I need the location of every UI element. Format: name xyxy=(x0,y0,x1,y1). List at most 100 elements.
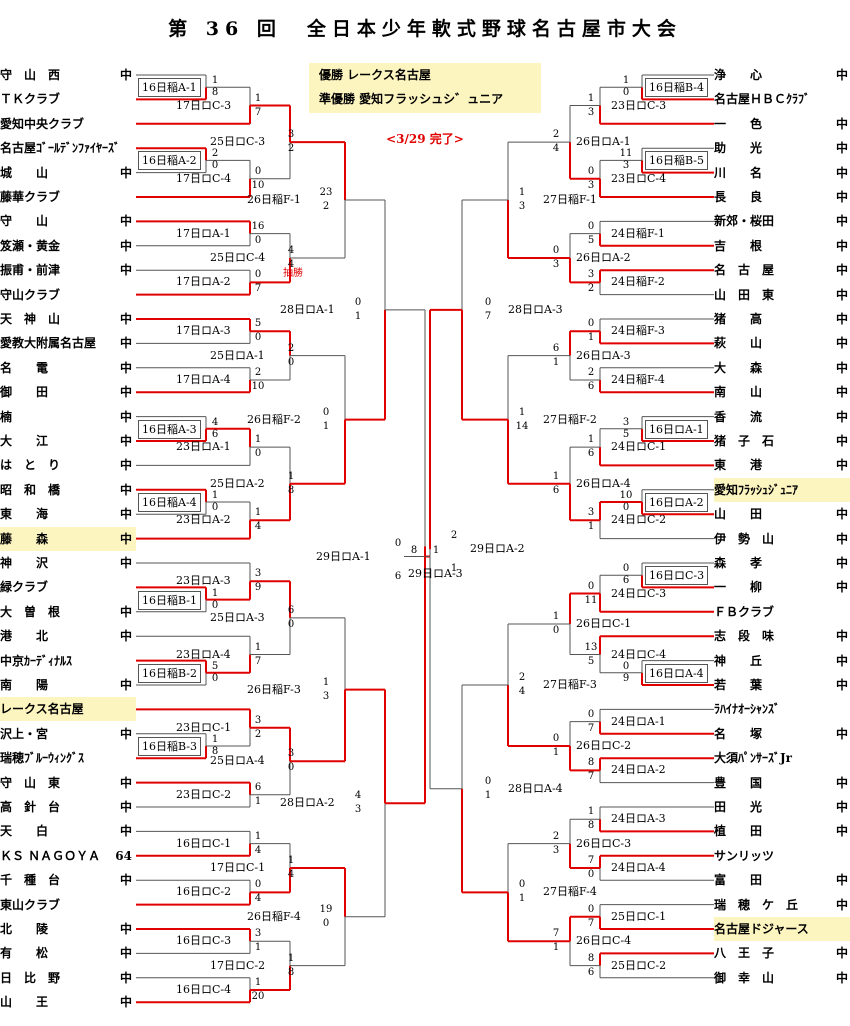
team-row: 大 曽 根中 xyxy=(0,600,136,624)
match-box: 16日稲A-1 xyxy=(138,78,201,98)
match-label: 17日ロA-1 xyxy=(176,226,231,240)
team-row: 中京ｶｰﾃﾞｨﾅﾙｽ xyxy=(0,649,136,673)
team-name: 名 古 屋 xyxy=(714,263,775,278)
score: 19 xyxy=(319,903,333,915)
score: 3 xyxy=(587,507,595,519)
match-label: 26日ロC-4 xyxy=(576,934,632,948)
team-suffix: 中 xyxy=(835,556,848,570)
team-suffix: 中 xyxy=(119,360,132,375)
score: 5 xyxy=(254,318,262,330)
team-name: 振甫・前津 xyxy=(0,263,61,278)
team-row: 名 塚中 xyxy=(714,722,850,746)
score: 14 xyxy=(515,420,529,432)
team-suffix: 中 xyxy=(119,775,132,790)
team-row: 一 柳中 xyxy=(714,575,850,599)
team-name: 楠 xyxy=(0,409,13,424)
match-label: 28日ロA-2 xyxy=(280,796,335,810)
results-box: 優勝 レークス名古屋 準優勝 愛知フラッシュシ゛ュニア xyxy=(309,63,541,113)
team-suffix: 中 xyxy=(835,190,848,204)
match-label: 23日ロC-2 xyxy=(176,787,232,801)
score: 1 xyxy=(254,830,262,842)
score: 5 xyxy=(587,655,595,667)
team-name: 守 山 xyxy=(0,214,49,229)
match-label: 27日稲F-4 xyxy=(543,885,597,899)
team-name: 北 陵 xyxy=(0,922,49,936)
team-row: 愛教大附属名古屋中 xyxy=(0,331,136,355)
team-row: レークス名古屋 xyxy=(0,697,136,722)
runner-up-text: 準優勝 愛知フラッシュシ゛ュニア xyxy=(319,92,504,106)
team-suffix: 中 xyxy=(119,995,132,1010)
score: 1 xyxy=(287,470,295,482)
score: 2 xyxy=(211,148,219,160)
score: 1 xyxy=(587,434,595,446)
score: 7 xyxy=(254,106,262,118)
team-suffix: 中 xyxy=(835,385,848,400)
score: 1 xyxy=(254,92,262,104)
team-row: 南 陽中 xyxy=(0,673,136,697)
team-name: 富 田 xyxy=(714,873,763,888)
team-suffix: 中 xyxy=(119,970,132,985)
score: 6 xyxy=(587,966,595,978)
team-row: 御 田中 xyxy=(0,380,136,404)
match-label: 27日稲F-1 xyxy=(543,193,597,207)
team-name: 天 神 山 xyxy=(0,312,61,326)
team-row: 猪 子 石中 xyxy=(714,429,850,453)
status-text: <3/29 完了> xyxy=(386,132,464,146)
score: 2 xyxy=(587,367,595,378)
score: 0 xyxy=(322,406,330,418)
score: 3 xyxy=(287,748,295,760)
score: 0 xyxy=(394,537,402,549)
match-label: 24日稲F-1 xyxy=(611,226,665,240)
score: 10 xyxy=(251,381,265,392)
match-box: 16日稲B-5 xyxy=(645,151,708,171)
score: 4 xyxy=(211,416,219,428)
team-name: 山 田 東 xyxy=(714,287,775,302)
match-label: 17日ロC-4 xyxy=(176,171,232,185)
team-row: 香 流中 xyxy=(714,405,850,429)
team-suffix: 中 xyxy=(119,678,132,692)
team-name: 若 葉 xyxy=(714,678,763,692)
team-name: 田 光 xyxy=(714,800,763,814)
score: 4 xyxy=(287,245,295,256)
score: 16 xyxy=(251,220,265,232)
match-label: 26日稲F-4 xyxy=(247,909,301,923)
team-name: 千 種 台 xyxy=(0,873,61,888)
team-name: 守山クラブ xyxy=(0,287,61,302)
match-box: 16日ロC-3 xyxy=(645,566,709,586)
team-suffix: 中 xyxy=(119,556,132,570)
team-suffix: 中 xyxy=(835,678,848,692)
team-row: 志 段 味中 xyxy=(714,624,850,648)
match-label: 26日ロC-2 xyxy=(576,739,632,752)
team-row: 名古屋ＨＢＣｸﾗﾌﾞ xyxy=(714,87,850,111)
score: 7 xyxy=(587,855,595,866)
team-row: 大須ﾊﾟﾝｻｰｽﾞJr xyxy=(714,746,850,770)
score: 3 xyxy=(287,129,295,141)
team-name: 日 比 野 xyxy=(0,970,61,985)
team-suffix: 中 xyxy=(119,458,132,473)
team-name: ﾗﾊｲﾅｵｰｼｬﾝｽﾞ xyxy=(714,702,781,717)
team-row: 助 光中 xyxy=(714,136,850,160)
match-box: 16日ロA-4 xyxy=(645,663,708,683)
team-name: 東 港 xyxy=(714,458,763,473)
score: 8 xyxy=(211,87,219,99)
team-row: 植 田中 xyxy=(714,819,850,843)
score: 6 xyxy=(394,570,402,582)
score: 1 xyxy=(211,587,219,599)
match-label: 26日ロA-1 xyxy=(576,135,631,149)
score: 1 xyxy=(322,420,330,432)
match-label: 23日ロC-3 xyxy=(611,98,667,112)
team-name: サンリッツ xyxy=(714,848,775,863)
team-name: 港 北 xyxy=(0,629,49,644)
team-name: 名古屋ＨＢＣｸﾗﾌﾞ xyxy=(714,92,811,107)
score: 2 xyxy=(450,530,458,542)
team-row: 千 種 台中 xyxy=(0,868,136,892)
score: 1 xyxy=(254,795,262,807)
match-box: 16日稲B-2 xyxy=(138,663,201,683)
team-name: 大須ﾊﾟﾝｻｰｽﾞJr xyxy=(714,751,793,766)
team-suffix: 中 xyxy=(119,873,132,888)
match-label: 24日稲F-4 xyxy=(611,373,665,386)
match-label: 25日ロC-3 xyxy=(210,135,266,149)
team-name: 守 山 東 xyxy=(0,775,61,790)
score: 0 xyxy=(287,618,295,630)
score: 4 xyxy=(287,259,295,270)
